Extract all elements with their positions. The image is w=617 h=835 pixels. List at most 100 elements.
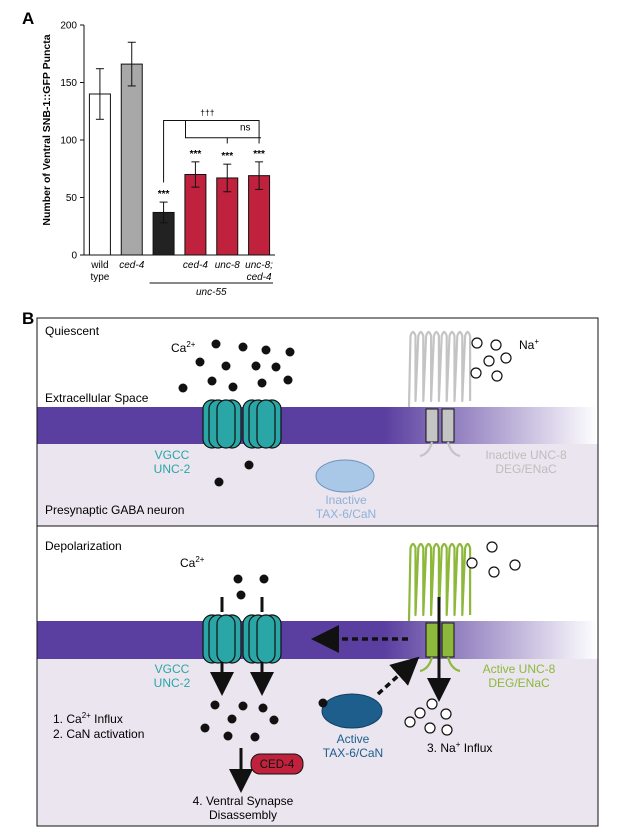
x-tick-label: unc-8 [215, 260, 240, 271]
panel-a-label: A [22, 9, 34, 28]
bar-chart: 050100150200wildtypeced-4******ced-4***u… [60, 21, 275, 298]
significance-label: *** [221, 151, 233, 162]
calcium-ion [244, 460, 254, 470]
step-1-ca-influx: 1. Ca2+ Influx [53, 711, 123, 726]
calcium-ion [257, 378, 267, 388]
bracket-upper [163, 119, 260, 183]
significance-label: *** [158, 189, 170, 200]
unc8-tm-domain [425, 622, 439, 658]
calcium-ion [233, 574, 243, 584]
inactive-tax6-can [315, 459, 375, 493]
active-unc8-label-1: Active UNC-8 [483, 662, 556, 676]
quiescent-title: Quiescent [45, 324, 100, 338]
depolarization-panel: Depolarization Ca2+ VGCC UNC-2 1. Ca2+ I… [36, 525, 599, 827]
x-tick-label: wild [90, 260, 108, 271]
sodium-ions-extracellular [470, 337, 512, 382]
y-tick-label: 100 [60, 136, 77, 147]
vgcc-label-top-1: VGCC [155, 448, 190, 462]
depol-ca-label: Ca2+ [180, 555, 205, 570]
ced4-label: CED-4 [260, 759, 295, 771]
calcium-ions-extracellular [178, 339, 295, 393]
bar [120, 63, 143, 256]
sodium-ion [470, 367, 482, 379]
calcium-ion [210, 700, 220, 710]
vgcc-channels-depolarized [202, 597, 282, 696]
quiescent-cytoplasm [37, 444, 598, 526]
x-tick-label: ced-4 [183, 260, 208, 271]
x-tick-label: unc-8; [245, 260, 273, 271]
sodium-ion [441, 724, 453, 736]
vgcc-channel [242, 399, 282, 449]
vgcc-subunit [256, 399, 276, 449]
sodium-ion [491, 370, 503, 382]
calcium-ions-intracellular [200, 700, 279, 742]
bracket-upper-label: ††† [200, 107, 214, 117]
y-tick-label: 150 [60, 78, 77, 89]
panel-b-label: B [22, 309, 34, 328]
sodium-ion [466, 557, 478, 569]
vgcc-label-top-2: UNC-2 [154, 462, 191, 476]
active-tax6-can [321, 693, 383, 729]
quiescent-membrane [37, 407, 598, 444]
calcium-ion [223, 731, 233, 741]
y-tick-label: 50 [66, 193, 78, 204]
inactive-unc8-label-2: DEG/ENaC [495, 462, 557, 476]
depol-cytoplasm [37, 659, 598, 826]
quiescent-panel: Quiescent Ca2+ Extracellular Space VGCC … [36, 317, 599, 527]
calcium-ion [207, 376, 217, 386]
sodium-ion [414, 707, 426, 719]
calcium-ion [178, 383, 188, 393]
calcium-ion [200, 723, 210, 733]
active-tax-label-1: Active [337, 732, 370, 746]
group-label: unc-55 [196, 287, 227, 298]
calcium-ion [221, 361, 231, 371]
calcium-ion [227, 714, 237, 724]
step-4-line-1: 4. Ventral Synapse [193, 794, 294, 808]
inactive-tax-label-2: TAX-6/CaN [316, 507, 376, 521]
unc8-tm-domain [441, 408, 455, 443]
calcium-ion [214, 477, 224, 487]
bracket-lower [185, 120, 262, 139]
activation-arrow [376, 656, 420, 696]
vgcc-channel [242, 614, 282, 664]
unc8-extracellular-loops [407, 330, 472, 408]
calcium-ion [259, 574, 269, 584]
depolarization-box [36, 525, 599, 827]
vgcc-channels-quiescent [202, 399, 282, 449]
step-4-line-2: Disassembly [209, 808, 277, 822]
calcium-ion [236, 590, 246, 600]
vgcc-channel [202, 614, 242, 664]
x-tick-label: ced-4 [119, 260, 144, 271]
unc8-channel [407, 330, 472, 458]
calcium-ion [250, 732, 260, 742]
active-unc8-label-2: DEG/ENaC [488, 676, 550, 690]
vgcc-subunit [216, 399, 236, 449]
sodium-ion [426, 698, 438, 710]
bracket-lower-label: ns [240, 123, 251, 134]
sodium-ions [404, 541, 521, 736]
calcium-ion [251, 361, 261, 371]
calcium-ion [228, 382, 238, 392]
unc8-tm-domain [441, 622, 455, 658]
calcium-ion [238, 342, 248, 352]
calcium-ion [211, 339, 221, 349]
calcium-ion [238, 701, 248, 711]
calcium-ion [258, 703, 268, 713]
vgcc-subunit [216, 614, 236, 664]
inactive-unc8-label-1: Inactive UNC-8 [485, 448, 567, 462]
neuron-label: Presynaptic GABA neuron [45, 503, 184, 517]
sodium-ion [509, 559, 521, 571]
sodium-ion [424, 722, 436, 734]
calcium-ion [271, 362, 281, 372]
inactive-unc8-channel [407, 330, 472, 458]
calcium-ion [283, 375, 293, 385]
calcium-ion [195, 357, 205, 367]
y-tick-label: 200 [60, 21, 77, 32]
unc8-intracellular-tails [419, 656, 461, 673]
y-axis-title: Number of Ventral SNB-1::GFP Puncta [41, 34, 53, 225]
calcium-ion [285, 347, 295, 357]
na-label: Na+ [519, 337, 539, 352]
unc8-intracellular-tails [419, 441, 461, 458]
depol-membrane [37, 621, 598, 659]
